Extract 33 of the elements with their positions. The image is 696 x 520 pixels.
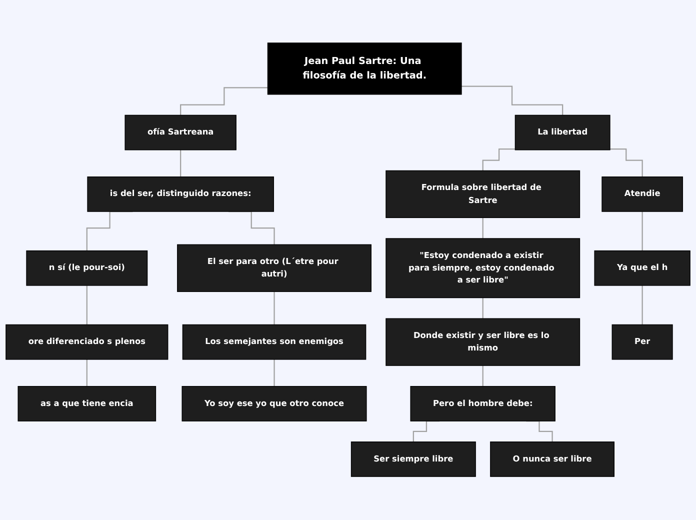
- node-box: as a que tiene encia: [18, 386, 156, 422]
- node-box: Jean Paul Sartre: Una filosofía de la libertad.: [267, 42, 462, 95]
- node-box: Yo soy ese yo que otro conoce: [182, 386, 367, 422]
- node-box: El ser para otro (L´etre pour autri): [177, 244, 372, 292]
- connector: [482, 217, 484, 240]
- connector: [642, 285, 643, 326]
- node-box: Donde existir y ser libre es lo mismo: [386, 318, 580, 366]
- connector: [642, 211, 643, 252]
- node-box: ore diferenciado s plenos: [6, 324, 168, 360]
- node-box: Ser siempre libre: [350, 442, 476, 478]
- node-box: Formula sobre libertad de Sartre: [386, 170, 580, 218]
- node-box: n sí (le pour-soi): [26, 250, 148, 286]
- node-box: La libertad: [514, 115, 610, 150]
- node-box: Atendie: [602, 176, 683, 212]
- node-box: is del ser, distinguido razones:: [87, 176, 274, 212]
- node-box: O nunca ser libre: [490, 442, 614, 478]
- node-box: Pero el hombre debe:: [410, 386, 556, 422]
- connector: [461, 86, 564, 116]
- connector: [482, 148, 516, 172]
- connector: [86, 285, 88, 326]
- connector: [482, 297, 484, 320]
- node-box: Los semejantes son enemigos: [182, 324, 366, 360]
- connector: [482, 365, 484, 388]
- node-box: Per: [612, 324, 673, 360]
- connector: [274, 291, 275, 326]
- connector: [274, 359, 275, 388]
- connector: [610, 148, 643, 178]
- node-box: "Estoy condenado a existir para siempre, estoy condenado a ser libre": [386, 238, 580, 298]
- connector: [180, 87, 268, 116]
- connector: [180, 150, 182, 178]
- node-box: Ya que el h: [594, 250, 690, 286]
- node-box: ofía Sartreana: [124, 115, 236, 150]
- connector: [86, 359, 88, 388]
